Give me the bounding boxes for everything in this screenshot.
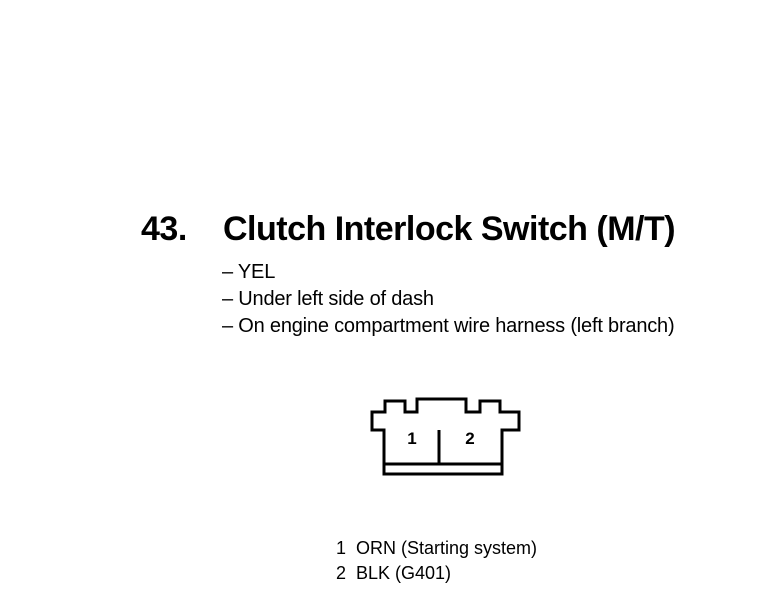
- component-number: 43.: [141, 210, 187, 248]
- terminal-2-label: 2: [465, 429, 474, 448]
- pin-row: 1 ORN (Starting system): [336, 536, 537, 561]
- pin-number: 2: [336, 563, 347, 583]
- connector-color: – YEL: [222, 261, 276, 283]
- component-title: Clutch Interlock Switch (M/T): [223, 210, 676, 248]
- connector-details: – YEL – Under left side of dash – On eng…: [222, 259, 675, 340]
- terminal-1-label: 1: [407, 429, 416, 448]
- connector-diagram: 1 2: [370, 397, 521, 476]
- pin-description: ORN (Starting system): [356, 538, 538, 558]
- component-heading: 43. Clutch Interlock Switch (M/T): [0, 210, 768, 254]
- connector-housing: [370, 397, 521, 476]
- pin-number: 1: [336, 538, 347, 558]
- connector-location: – Under left side of dash: [222, 288, 434, 310]
- pin-list: 1 ORN (Starting system) 2 BLK (G401): [336, 536, 537, 586]
- pin-row: 2 BLK (G401): [336, 561, 537, 586]
- pin-description: BLK (G401): [356, 563, 452, 583]
- connector-harness: – On engine compartment wire harness (le…: [222, 315, 675, 337]
